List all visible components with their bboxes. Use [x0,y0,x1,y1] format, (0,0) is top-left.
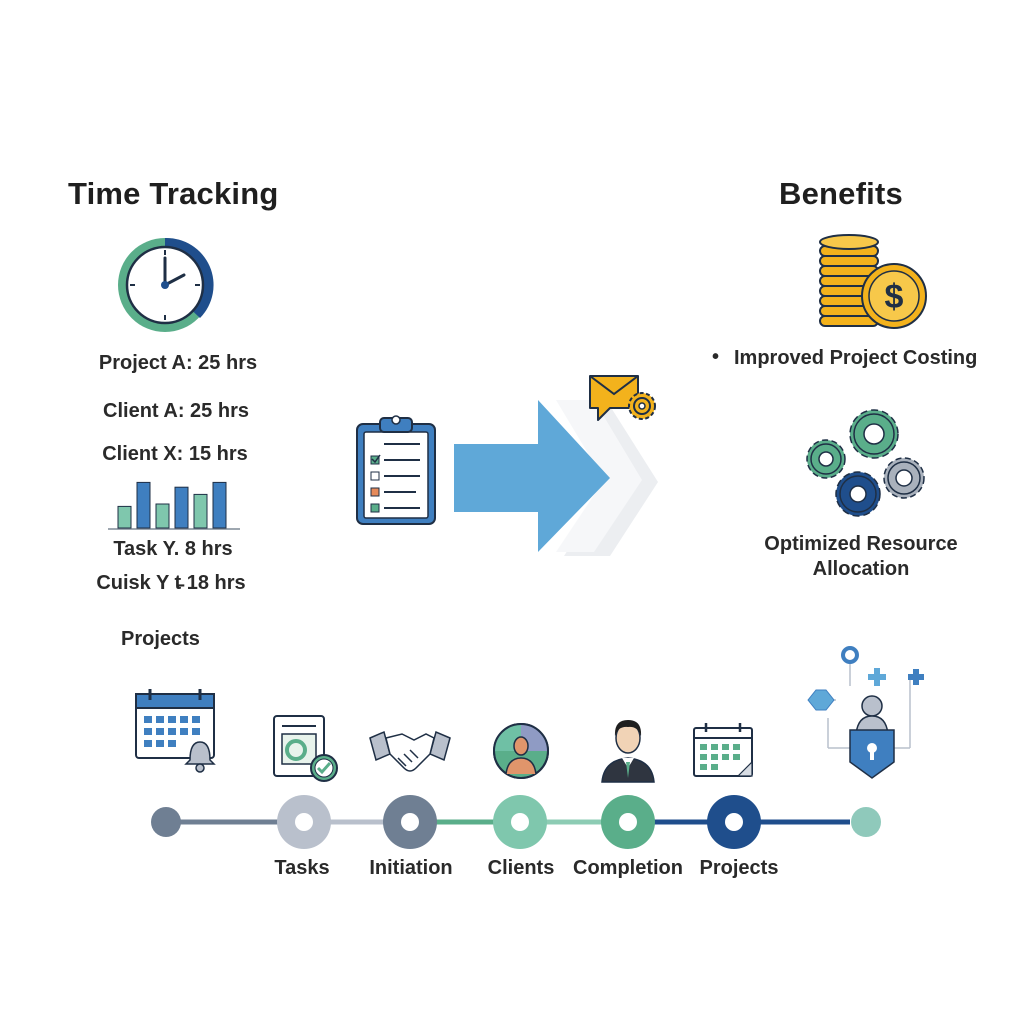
svg-text:$: $ [885,278,904,316]
benefit-bullet: • [712,346,720,368]
mail-gear-icon [586,370,662,426]
benefit-2-line-2: Allocation [812,558,910,580]
entry-client-x: Client X: 15 hrs [102,443,248,465]
gears-icon [802,404,930,520]
calendar-bell-icon [134,688,218,774]
task-check-icon [272,714,340,784]
time-tracking-title: Time Tracking [68,176,279,211]
entry-task-y: Task Y. 8 hrs [113,538,233,560]
entry-project-a: Project A: 25 hrs [98,352,258,374]
mini-bar [155,503,170,529]
benefits-title: Benefits [779,176,903,211]
timeline-track [150,794,890,850]
timeline-label-tasks: Tasks [274,857,330,879]
timeline-label-clients: Clients [487,857,555,879]
benefit-improved-costing: Improved Project Costing [734,347,978,369]
timeline-label-completion: Completion [573,857,683,879]
mini-bar [174,486,189,529]
timeline-label-initiation: Initiation [369,857,453,879]
client-avatar-icon [492,722,550,780]
security-network-icon [806,644,930,784]
clipboard-icon [354,414,438,526]
mini-bar [136,481,151,529]
timeline-label-projects: Projects [699,857,779,879]
businessman-icon [598,714,658,784]
mini-bar-chart [108,476,242,532]
entry-client-a: Client A: 25 hrs [103,400,249,422]
benefit-optimized-allocation: Optimized Resource Allocation [764,532,957,582]
coins-icon: $ [818,232,930,332]
benefit-2-line-1: Optimized Resource [764,533,958,555]
clock-icon [114,234,216,336]
timeline-start-dot [151,807,181,837]
mini-bar [117,505,132,529]
projects-label: Projects [121,628,200,650]
entry-cuisk-y: Cuisk Y t̵ 18 hrs [96,572,246,594]
mini-bar [212,481,227,529]
calendar-small-icon [692,722,756,778]
timeline-end-dot [851,807,881,837]
mini-bar [193,493,208,529]
handshake-icon [368,724,452,782]
process-arrow [452,396,662,556]
